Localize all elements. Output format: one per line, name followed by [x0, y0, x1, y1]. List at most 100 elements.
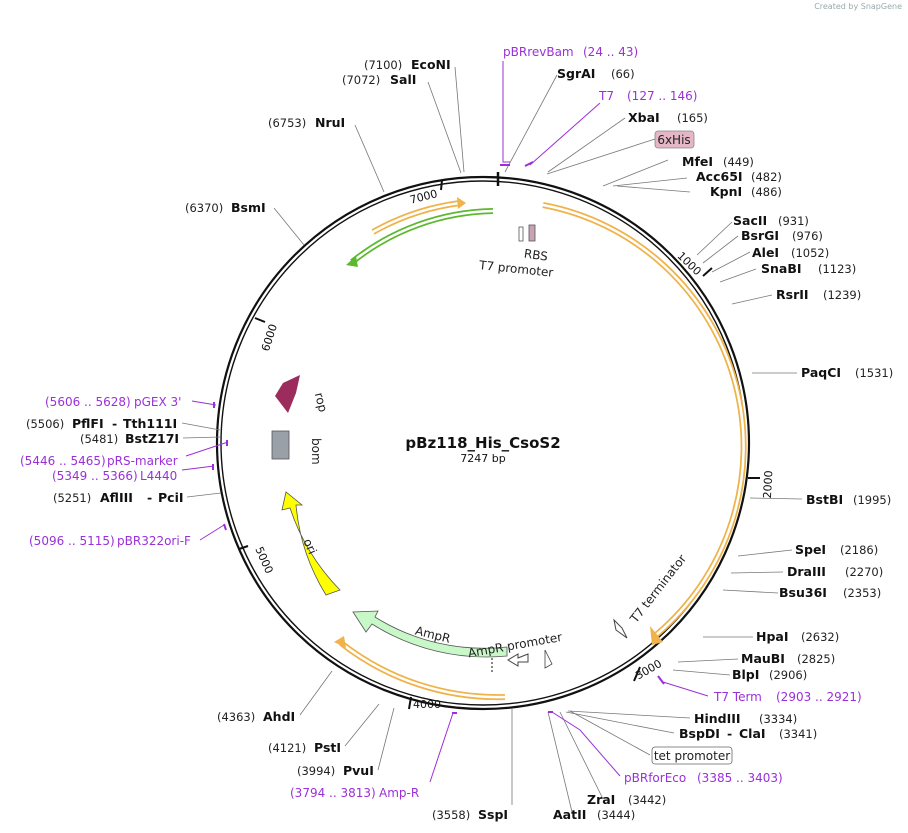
ori-feature	[281, 491, 341, 596]
svg-text:BstBI: BstBI	[806, 492, 843, 507]
svg-text:SpeI: SpeI	[795, 542, 826, 557]
site-pflfi-tth111i: (5506)PflFI-Tth111I	[26, 416, 177, 431]
top-orf-arrowhead	[457, 197, 466, 209]
svg-text:(3794 .. 3813): (3794 .. 3813)	[290, 786, 376, 800]
svg-text:SalI: SalI	[390, 72, 416, 87]
svg-text:PciI: PciI	[158, 490, 184, 505]
primer-pbrrevbam: pBRrevBam(24 .. 43)	[503, 45, 638, 59]
site-psti: (4121)PstI	[268, 740, 341, 755]
svg-text:L4440: L4440	[140, 469, 177, 483]
svg-text:(1531): (1531)	[855, 366, 893, 380]
svg-text:(5096 .. 5115): (5096 .. 5115)	[29, 534, 115, 548]
site-bstz17i: (5481)BstZ17I	[80, 431, 179, 446]
svg-text:pBRforEco: pBRforEco	[624, 771, 686, 785]
svg-text:(5349 .. 5366): (5349 .. 5366)	[52, 469, 138, 483]
svg-text:ZraI: ZraI	[587, 792, 615, 807]
svg-text:pBRrevBam: pBRrevBam	[503, 45, 574, 59]
site-acc65i: Acc65I (482)	[696, 169, 782, 184]
svg-text:(2906): (2906)	[769, 668, 807, 682]
svg-text:(6753): (6753)	[268, 116, 306, 130]
site-nrui: (6753) NruI	[268, 115, 345, 130]
svg-text:-: -	[112, 416, 117, 431]
site-pvui: (3994) PvuI	[297, 763, 374, 778]
svg-text:T7: T7	[598, 89, 614, 103]
plasmid-length: 7247 bp	[460, 452, 505, 465]
primer-pgex-3: (5606 .. 5628)pGEX 3'	[45, 395, 181, 409]
svg-text:(5606 .. 5628): (5606 .. 5628)	[45, 395, 131, 409]
svg-text:(976): (976)	[792, 229, 823, 243]
tick-label-4000: 4000	[413, 698, 441, 711]
svg-text:pRS-marker: pRS-marker	[107, 454, 178, 468]
site-bsu36i: Bsu36I(2353)	[779, 585, 881, 600]
site-bspdi-clai: BspDI-ClaI (3341)	[679, 726, 817, 741]
svg-text:ClaI: ClaI	[739, 726, 766, 741]
site-bstbi: BstBI(1995)	[806, 492, 891, 507]
svg-text:(7100): (7100)	[364, 58, 402, 72]
svg-text:(2270): (2270)	[845, 565, 883, 579]
svg-text:BsmI: BsmI	[231, 200, 266, 215]
primer-pbr322ori-f: (5096 .. 5115)pBR322ori-F	[29, 534, 191, 548]
svg-text:(2825): (2825)	[797, 652, 835, 666]
svg-text:SgrAI: SgrAI	[557, 66, 595, 81]
site-hindiii: HindIII(3334)	[694, 711, 797, 726]
svg-text:(3341): (3341)	[779, 727, 817, 741]
site-xbai: XbaI(165)	[628, 110, 708, 125]
tick-6000: 6000	[254, 317, 280, 353]
svg-text:(165): (165)	[677, 111, 708, 125]
primer-t7-term: T7 Term(2903 .. 2921)	[713, 690, 862, 704]
svg-text:DraIII: DraIII	[787, 564, 826, 579]
site-zrai: ZraI (3442)	[587, 792, 666, 807]
svg-text:BlpI: BlpI	[732, 667, 759, 682]
ampr-promoter-feature	[507, 653, 529, 667]
rop-feature	[275, 375, 300, 413]
svg-text:(1052): (1052)	[791, 246, 829, 260]
svg-text:(3444): (3444)	[597, 808, 635, 822]
svg-text:-: -	[727, 726, 732, 741]
svg-text:MauBI: MauBI	[741, 651, 785, 666]
svg-text:NruI: NruI	[315, 115, 345, 130]
green-gene-arrowhead	[346, 256, 358, 267]
hatched-feature	[544, 649, 553, 669]
primer-l4440: (5349 .. 5366)L4440	[52, 469, 177, 483]
svg-text:BspDI: BspDI	[679, 726, 720, 741]
svg-text:(449): (449)	[723, 155, 754, 169]
svg-text:(6370): (6370)	[185, 201, 223, 215]
svg-text:RsrII: RsrII	[776, 287, 809, 302]
svg-text:(2903 .. 2921): (2903 .. 2921)	[776, 690, 862, 704]
svg-text:-: -	[147, 490, 152, 505]
svg-text:(3442): (3442)	[628, 793, 666, 807]
site-blpi: BlpI (2906)	[732, 667, 807, 682]
svg-text:MfeI: MfeI	[682, 154, 713, 169]
site-maubi: MauBI (2825)	[741, 651, 835, 666]
svg-text:HindIII: HindIII	[694, 711, 741, 726]
svg-text:PflFI: PflFI	[72, 416, 104, 431]
rbs-label: RBS	[523, 247, 549, 264]
primer-pbrforeco: pBRforEco (3385 .. 3403)	[624, 771, 783, 785]
site-bsrgi: BsrGI(976)	[741, 228, 823, 243]
svg-text:Acc65I: Acc65I	[696, 169, 743, 184]
svg-text:(1123): (1123)	[818, 262, 856, 276]
svg-text:SnaBI: SnaBI	[761, 261, 802, 276]
bom-label: bom	[309, 438, 323, 465]
svg-text:(3994): (3994)	[297, 764, 335, 778]
tet-promoter-badge	[651, 746, 733, 765]
svg-text:BstZ17I: BstZ17I	[125, 431, 179, 446]
svg-text:AflIII: AflIII	[100, 490, 133, 505]
bom-feature	[271, 430, 290, 460]
svg-text:(482): (482)	[751, 170, 782, 184]
svg-text:PstI: PstI	[314, 740, 341, 755]
svg-text:PvuI: PvuI	[343, 763, 374, 778]
svg-text:(3385 .. 3403): (3385 .. 3403)	[697, 771, 783, 785]
svg-text:pGEX 3': pGEX 3'	[134, 395, 181, 409]
primer-t7: T7(127 .. 146)	[598, 89, 697, 103]
left-leader-lines	[181, 66, 513, 805]
svg-text:Bsu36I: Bsu36I	[779, 585, 827, 600]
tick-label-6000: 6000	[259, 322, 280, 353]
site-alei: AleI(1052)	[752, 245, 829, 260]
svg-text:SspI: SspI	[478, 807, 508, 822]
primer-prs-marker: (5446 .. 5465)pRS-marker	[20, 454, 178, 468]
ampr-feature	[352, 610, 508, 658]
site-kpni: KpnI(486)	[710, 184, 782, 199]
svg-text:(5446 .. 5465): (5446 .. 5465)	[20, 454, 106, 468]
